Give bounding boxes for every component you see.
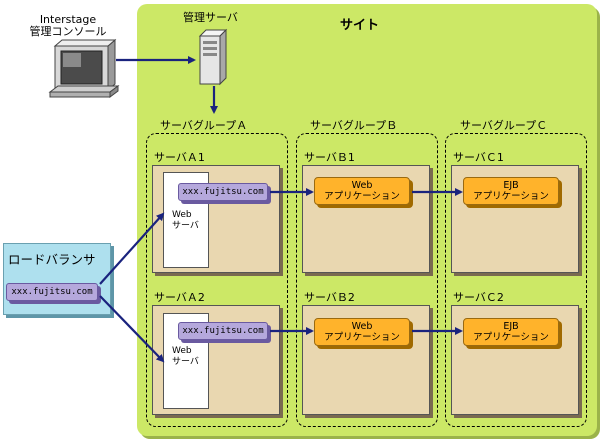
server-group-c xyxy=(445,133,587,427)
console-label: Interstage 管理コンソール xyxy=(20,14,116,38)
web-application-b1: Web アプリケーション xyxy=(314,177,410,205)
web-application-b2-line2: アプリケーション xyxy=(324,332,400,343)
arrow-lb-to-a2 xyxy=(99,295,165,363)
ejb-application-c2-line2: アプリケーション xyxy=(473,332,549,343)
server-a2-label: サーバＡ2 xyxy=(154,291,205,304)
web-server-label-a1-line1: Web xyxy=(172,210,192,220)
web-server-label-a1-line2: サーバ xyxy=(172,221,199,231)
web-application-b1-line2: アプリケーション xyxy=(324,191,400,202)
admin-server-label: 管理サーバ xyxy=(183,11,238,24)
load-balancer-url: xxx.fujitsu.com xyxy=(6,283,98,301)
load-balancer xyxy=(3,243,111,315)
web-server-label-a2-line2: サーバ xyxy=(172,357,199,367)
site-title: サイト xyxy=(340,18,380,33)
web-server-label-a2: Web サーバ xyxy=(172,346,199,368)
console-label-line2: 管理コンソール xyxy=(29,25,107,38)
ejb-application-c2: EJB アプリケーション xyxy=(463,318,559,346)
load-balancer-title: ロードバランサ xyxy=(8,252,96,267)
server-a1-url: xxx.fujitsu.com xyxy=(178,183,268,201)
console-label-line1: Interstage xyxy=(39,13,97,26)
web-server-label-a1: Web サーバ xyxy=(172,210,199,232)
ejb-application-c2-line1: EJB xyxy=(503,321,519,332)
server-a1-label: サーバＡ1 xyxy=(154,151,205,164)
web-application-b2: Web アプリケーション xyxy=(314,318,410,346)
server-a2-url: xxx.fujitsu.com xyxy=(178,322,268,340)
arrow-lb-to-a1 xyxy=(99,212,165,285)
server-group-c-label: サーバグループＣ xyxy=(460,119,548,132)
server-group-a-label: サーバグループＡ xyxy=(160,119,248,132)
ejb-application-c1: EJB アプリケーション xyxy=(463,177,559,205)
ejb-application-c1-line1: EJB xyxy=(503,180,519,191)
web-server-label-a2-line1: Web xyxy=(172,346,192,356)
web-application-b2-line1: Web xyxy=(351,321,373,332)
server-group-b-label: サーバグループＢ xyxy=(310,119,398,132)
server-b1-label: サーバＢ1 xyxy=(304,151,355,164)
ejb-application-c1-line2: アプリケーション xyxy=(473,191,549,202)
web-application-b1-line1: Web xyxy=(351,180,373,191)
server-b2-label: サーバＢ2 xyxy=(304,291,355,304)
server-group-a xyxy=(146,133,288,427)
server-group-b xyxy=(296,133,438,427)
server-c2-label: サーバＣ2 xyxy=(453,291,504,304)
server-c1-label: サーバＣ1 xyxy=(453,151,504,164)
